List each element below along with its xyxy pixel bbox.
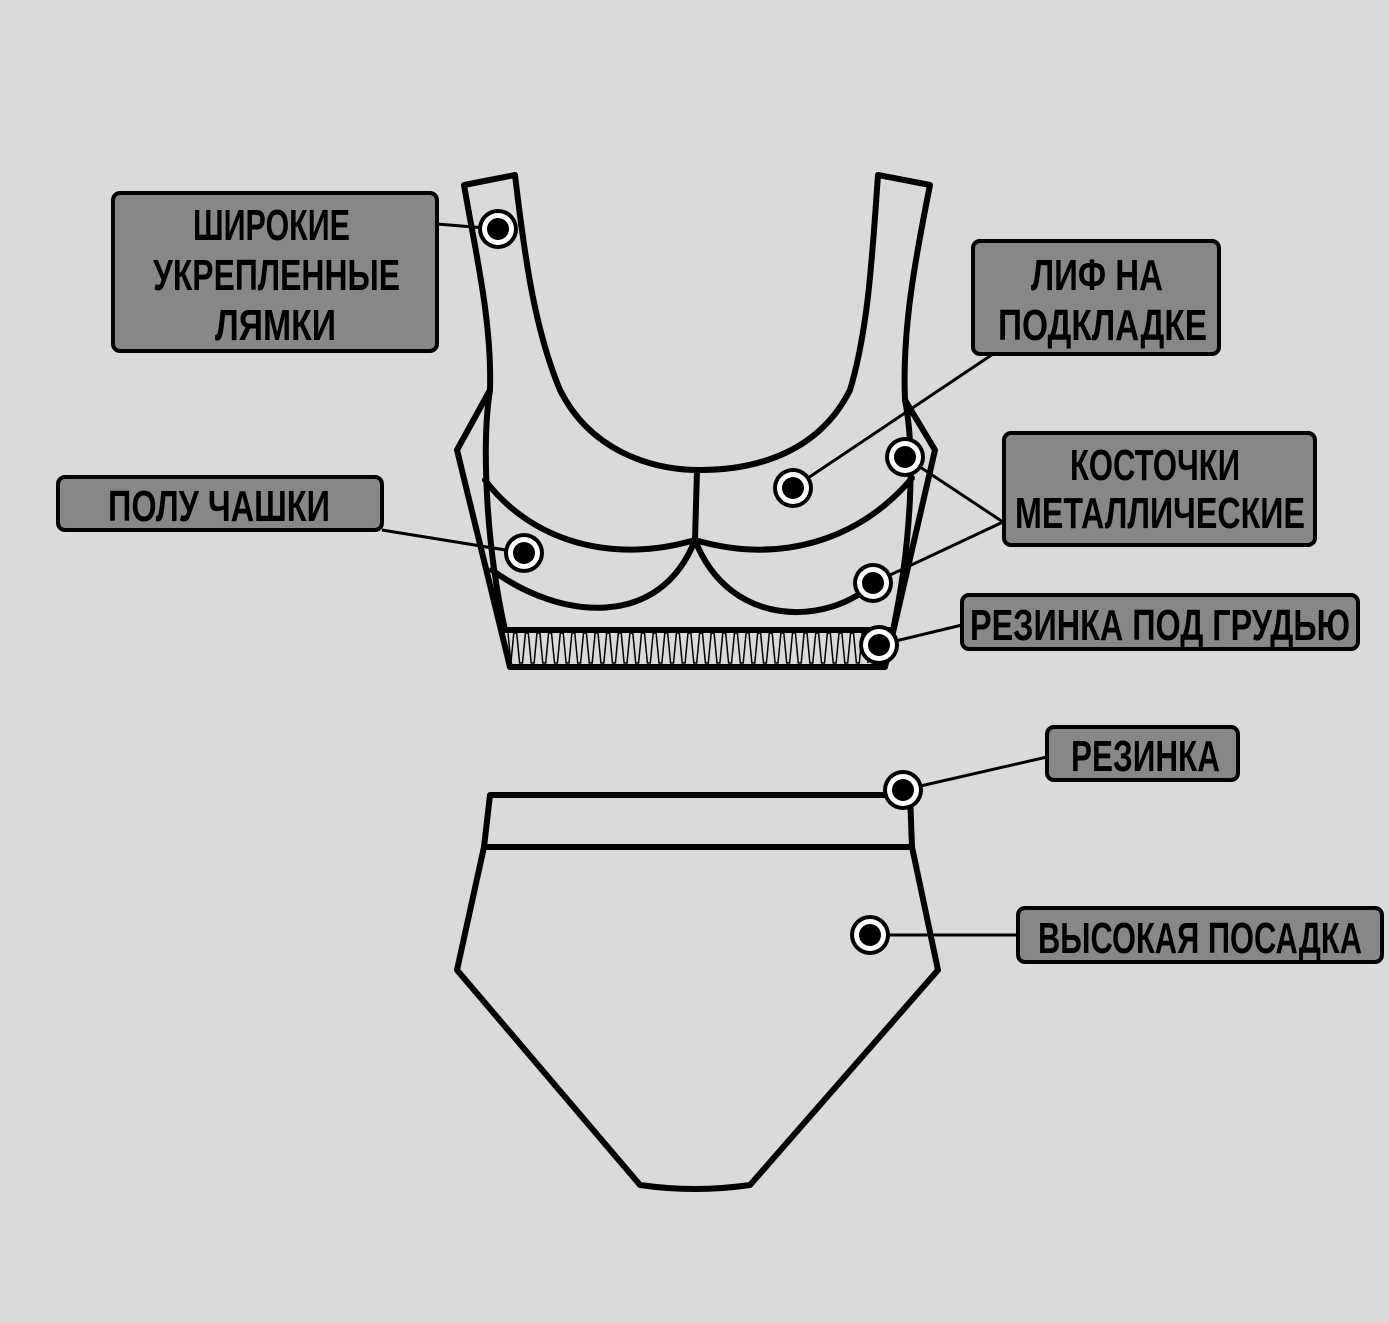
- label-text: ПОДКЛАДКЕ: [998, 301, 1207, 350]
- label-elastic: РЕЗИНКА: [1045, 725, 1240, 782]
- label-text: ЛЯМКИ: [215, 301, 336, 350]
- label-text: МЕТАЛЛИЧЕСКИЕ: [1015, 489, 1305, 538]
- marker-dot-icon: [504, 533, 544, 573]
- label-lining: ЛИФ НА ПОДКЛАДКЕ: [971, 239, 1221, 356]
- bikini-bottom: [454, 792, 941, 1192]
- label-straps: ШИРОКИЕ УКРЕПЛЕННЫЕ ЛЯМКИ: [111, 191, 439, 353]
- marker-dot-icon: [883, 770, 923, 810]
- right-cup-lower: [692, 537, 876, 616]
- elastic-zigzag: [507, 632, 869, 664]
- label-text: РЕЗИНКА ПОД ГРУДЬЮ: [970, 601, 1350, 650]
- label-underwire: КОСТОЧКИ МЕТАЛЛИЧЕСКИЕ: [1002, 431, 1317, 547]
- marker-dot-icon: [478, 209, 518, 249]
- label-underbust-elastic: РЕЗИНКА ПОД ГРУДЬЮ: [960, 593, 1360, 651]
- marker-dot-icon: [773, 468, 813, 508]
- left-cup-lower: [489, 537, 698, 611]
- right-cup-upper: [692, 475, 915, 553]
- label-text: КОСТОЧКИ: [1070, 441, 1240, 490]
- label-half-cup: ПОЛУ ЧАШКИ: [56, 475, 384, 532]
- label-high-rise: ВЫСОКАЯ ПОСАДКА: [1016, 906, 1384, 964]
- bra-top: [454, 172, 938, 670]
- left-cup-upper: [482, 477, 698, 553]
- marker-dot-icon: [850, 915, 890, 955]
- label-text: ВЫСОКАЯ ПОСАДКА: [1038, 914, 1362, 963]
- markers: [478, 209, 925, 955]
- marker-dot-icon: [853, 563, 893, 603]
- marker-dot-icon: [859, 625, 899, 665]
- label-text: ПОЛУ ЧАШКИ: [108, 482, 330, 531]
- label-text: ЛИФ НА: [1031, 251, 1163, 300]
- leader-lines: [381, 222, 1048, 937]
- label-text: УКРЕПЛЕННЫЕ: [153, 251, 400, 300]
- center-seam: [692, 467, 700, 543]
- marker-dot-icon: [885, 437, 925, 477]
- underbust-elastic-band: [507, 632, 869, 664]
- right-side-seam: [890, 397, 914, 633]
- bra-outline: [454, 172, 938, 670]
- left-side-seam: [482, 387, 508, 633]
- label-text: РЕЗИНКА: [1071, 732, 1220, 781]
- bottom-outline: [454, 792, 941, 1192]
- label-text: ШИРОКИЕ: [193, 201, 350, 250]
